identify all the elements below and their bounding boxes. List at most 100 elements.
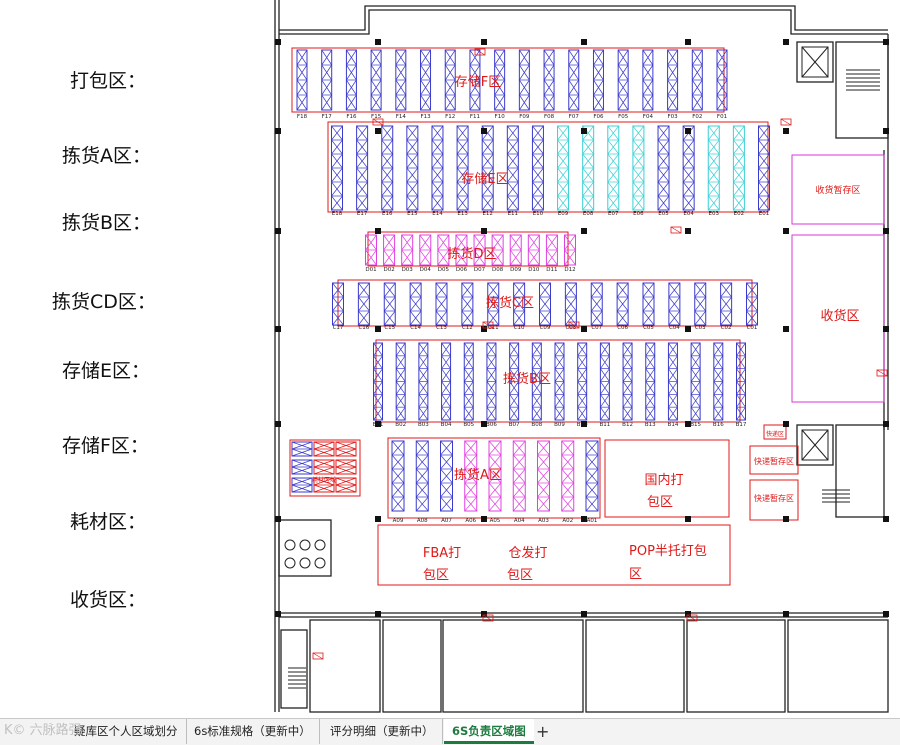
rack-a04 bbox=[512, 440, 526, 512]
column bbox=[275, 611, 281, 617]
add-sheet-button[interactable]: + bbox=[536, 722, 550, 741]
label-packing: 打包区： bbox=[70, 70, 147, 92]
zone-title-picking-a: 拣货A区 bbox=[454, 467, 502, 483]
rack-b05 bbox=[463, 342, 474, 421]
rack-b09 bbox=[554, 342, 565, 421]
zone-title-warehouse-packing-1: 仓发打 bbox=[508, 545, 547, 561]
rack-code: B15 bbox=[690, 422, 701, 428]
zone-title-storage-e: 存储E区 bbox=[461, 172, 508, 187]
rack-e16 bbox=[381, 125, 394, 211]
zone-picking-d bbox=[367, 231, 569, 267]
rack-code: B02 bbox=[395, 422, 406, 428]
rack-code: B09 bbox=[554, 422, 565, 428]
column bbox=[783, 421, 789, 427]
rack-a06 bbox=[464, 440, 478, 512]
rack-e05 bbox=[657, 125, 670, 211]
column bbox=[275, 128, 281, 134]
rack-code: E06 bbox=[633, 211, 644, 217]
rack-code: A01 bbox=[587, 518, 598, 524]
zone-title-picking-c: 拣货C区 bbox=[486, 295, 534, 311]
rack-f03 bbox=[667, 49, 679, 111]
tab-score-details[interactable]: 评分明细（更新中） bbox=[322, 719, 443, 744]
zone-picking-c bbox=[337, 279, 753, 327]
rack-b04 bbox=[441, 342, 452, 421]
zone-express-staging-1 bbox=[749, 445, 799, 475]
rack-code: F02 bbox=[692, 114, 702, 120]
zone-picking-a bbox=[387, 437, 601, 519]
rack-e01 bbox=[758, 125, 770, 211]
consumable-rack bbox=[335, 459, 357, 475]
tab-zone-division[interactable]: 疑库区个人区域划分 bbox=[66, 719, 187, 744]
column bbox=[481, 421, 487, 427]
consumable-rack bbox=[313, 441, 335, 457]
rack-e02 bbox=[732, 125, 745, 211]
column bbox=[581, 516, 587, 522]
fire-box bbox=[686, 614, 698, 622]
zone-express-staging-2 bbox=[749, 479, 799, 521]
rack-code: C05 bbox=[643, 325, 654, 331]
zone-receiving bbox=[791, 234, 885, 403]
rack-c02 bbox=[720, 282, 733, 326]
rack-code: D12 bbox=[564, 267, 575, 273]
rack-b16 bbox=[713, 342, 724, 421]
rack-f12 bbox=[444, 49, 456, 111]
zone-packing-lane bbox=[377, 524, 731, 586]
rack-code: F16 bbox=[346, 114, 357, 120]
rack-e12 bbox=[481, 125, 494, 211]
rack-e09 bbox=[557, 125, 570, 211]
column bbox=[375, 326, 381, 332]
rack-c15 bbox=[383, 282, 396, 326]
rack-code: A04 bbox=[514, 518, 525, 524]
watermark-logo: K© 六脉路强 bbox=[4, 723, 82, 738]
zone-title-pop-packing-1: POP半托打包 bbox=[629, 544, 707, 559]
rack-code: E05 bbox=[658, 211, 669, 217]
rack-b08 bbox=[531, 342, 542, 421]
column bbox=[275, 228, 281, 234]
zone-title-warehouse-packing-2: 包区 bbox=[507, 568, 533, 583]
rack-e08 bbox=[582, 125, 595, 211]
rack-code: B14 bbox=[668, 422, 679, 428]
rack-code: D09 bbox=[510, 267, 522, 273]
zone-title-domestic-packing-2: 包区 bbox=[647, 495, 673, 510]
rack-code: F08 bbox=[544, 114, 555, 120]
rack-code: B05 bbox=[463, 422, 474, 428]
rack-code: C14 bbox=[410, 325, 421, 331]
rack-code: C09 bbox=[540, 325, 551, 331]
rack-f14 bbox=[395, 49, 407, 111]
column bbox=[375, 39, 381, 45]
rack-code: B17 bbox=[736, 422, 747, 428]
rack-d04 bbox=[419, 234, 432, 266]
rack-code: B04 bbox=[441, 422, 452, 428]
rack-code: C06 bbox=[617, 325, 628, 331]
rack-d12 bbox=[564, 234, 576, 266]
rack-code: C03 bbox=[695, 325, 706, 331]
rack-code: F14 bbox=[396, 114, 407, 120]
tab-6s-standards[interactable]: 6s标准规格（更新中） bbox=[186, 719, 320, 744]
rack-code: D10 bbox=[528, 267, 540, 273]
rack-e14 bbox=[431, 125, 444, 211]
rack-e11 bbox=[506, 125, 519, 211]
rack-e13 bbox=[456, 125, 469, 211]
rack-code: C17 bbox=[333, 325, 344, 331]
rack-d07 bbox=[473, 234, 486, 266]
rack-b01 bbox=[373, 342, 383, 421]
column bbox=[581, 611, 587, 617]
rack-b02 bbox=[395, 342, 406, 421]
rack-e15 bbox=[406, 125, 419, 211]
rack-code: A03 bbox=[538, 518, 549, 524]
rack-c16 bbox=[357, 282, 370, 326]
column bbox=[275, 516, 281, 522]
rack-code: C16 bbox=[358, 325, 369, 331]
rack-code: D03 bbox=[402, 267, 414, 273]
rack-c03 bbox=[694, 282, 707, 326]
rack-code: C15 bbox=[384, 325, 395, 331]
column bbox=[581, 421, 587, 427]
column bbox=[481, 326, 487, 332]
label-consumables: 耗材区： bbox=[70, 511, 147, 533]
tab-6s-zone-map[interactable]: 6S负责区域图 bbox=[444, 719, 534, 744]
rack-f02 bbox=[691, 49, 703, 111]
rack-f01 bbox=[716, 49, 728, 111]
rack-e17 bbox=[356, 125, 369, 211]
label-receiving: 收货区： bbox=[70, 589, 147, 611]
rack-code: B07 bbox=[509, 422, 520, 428]
